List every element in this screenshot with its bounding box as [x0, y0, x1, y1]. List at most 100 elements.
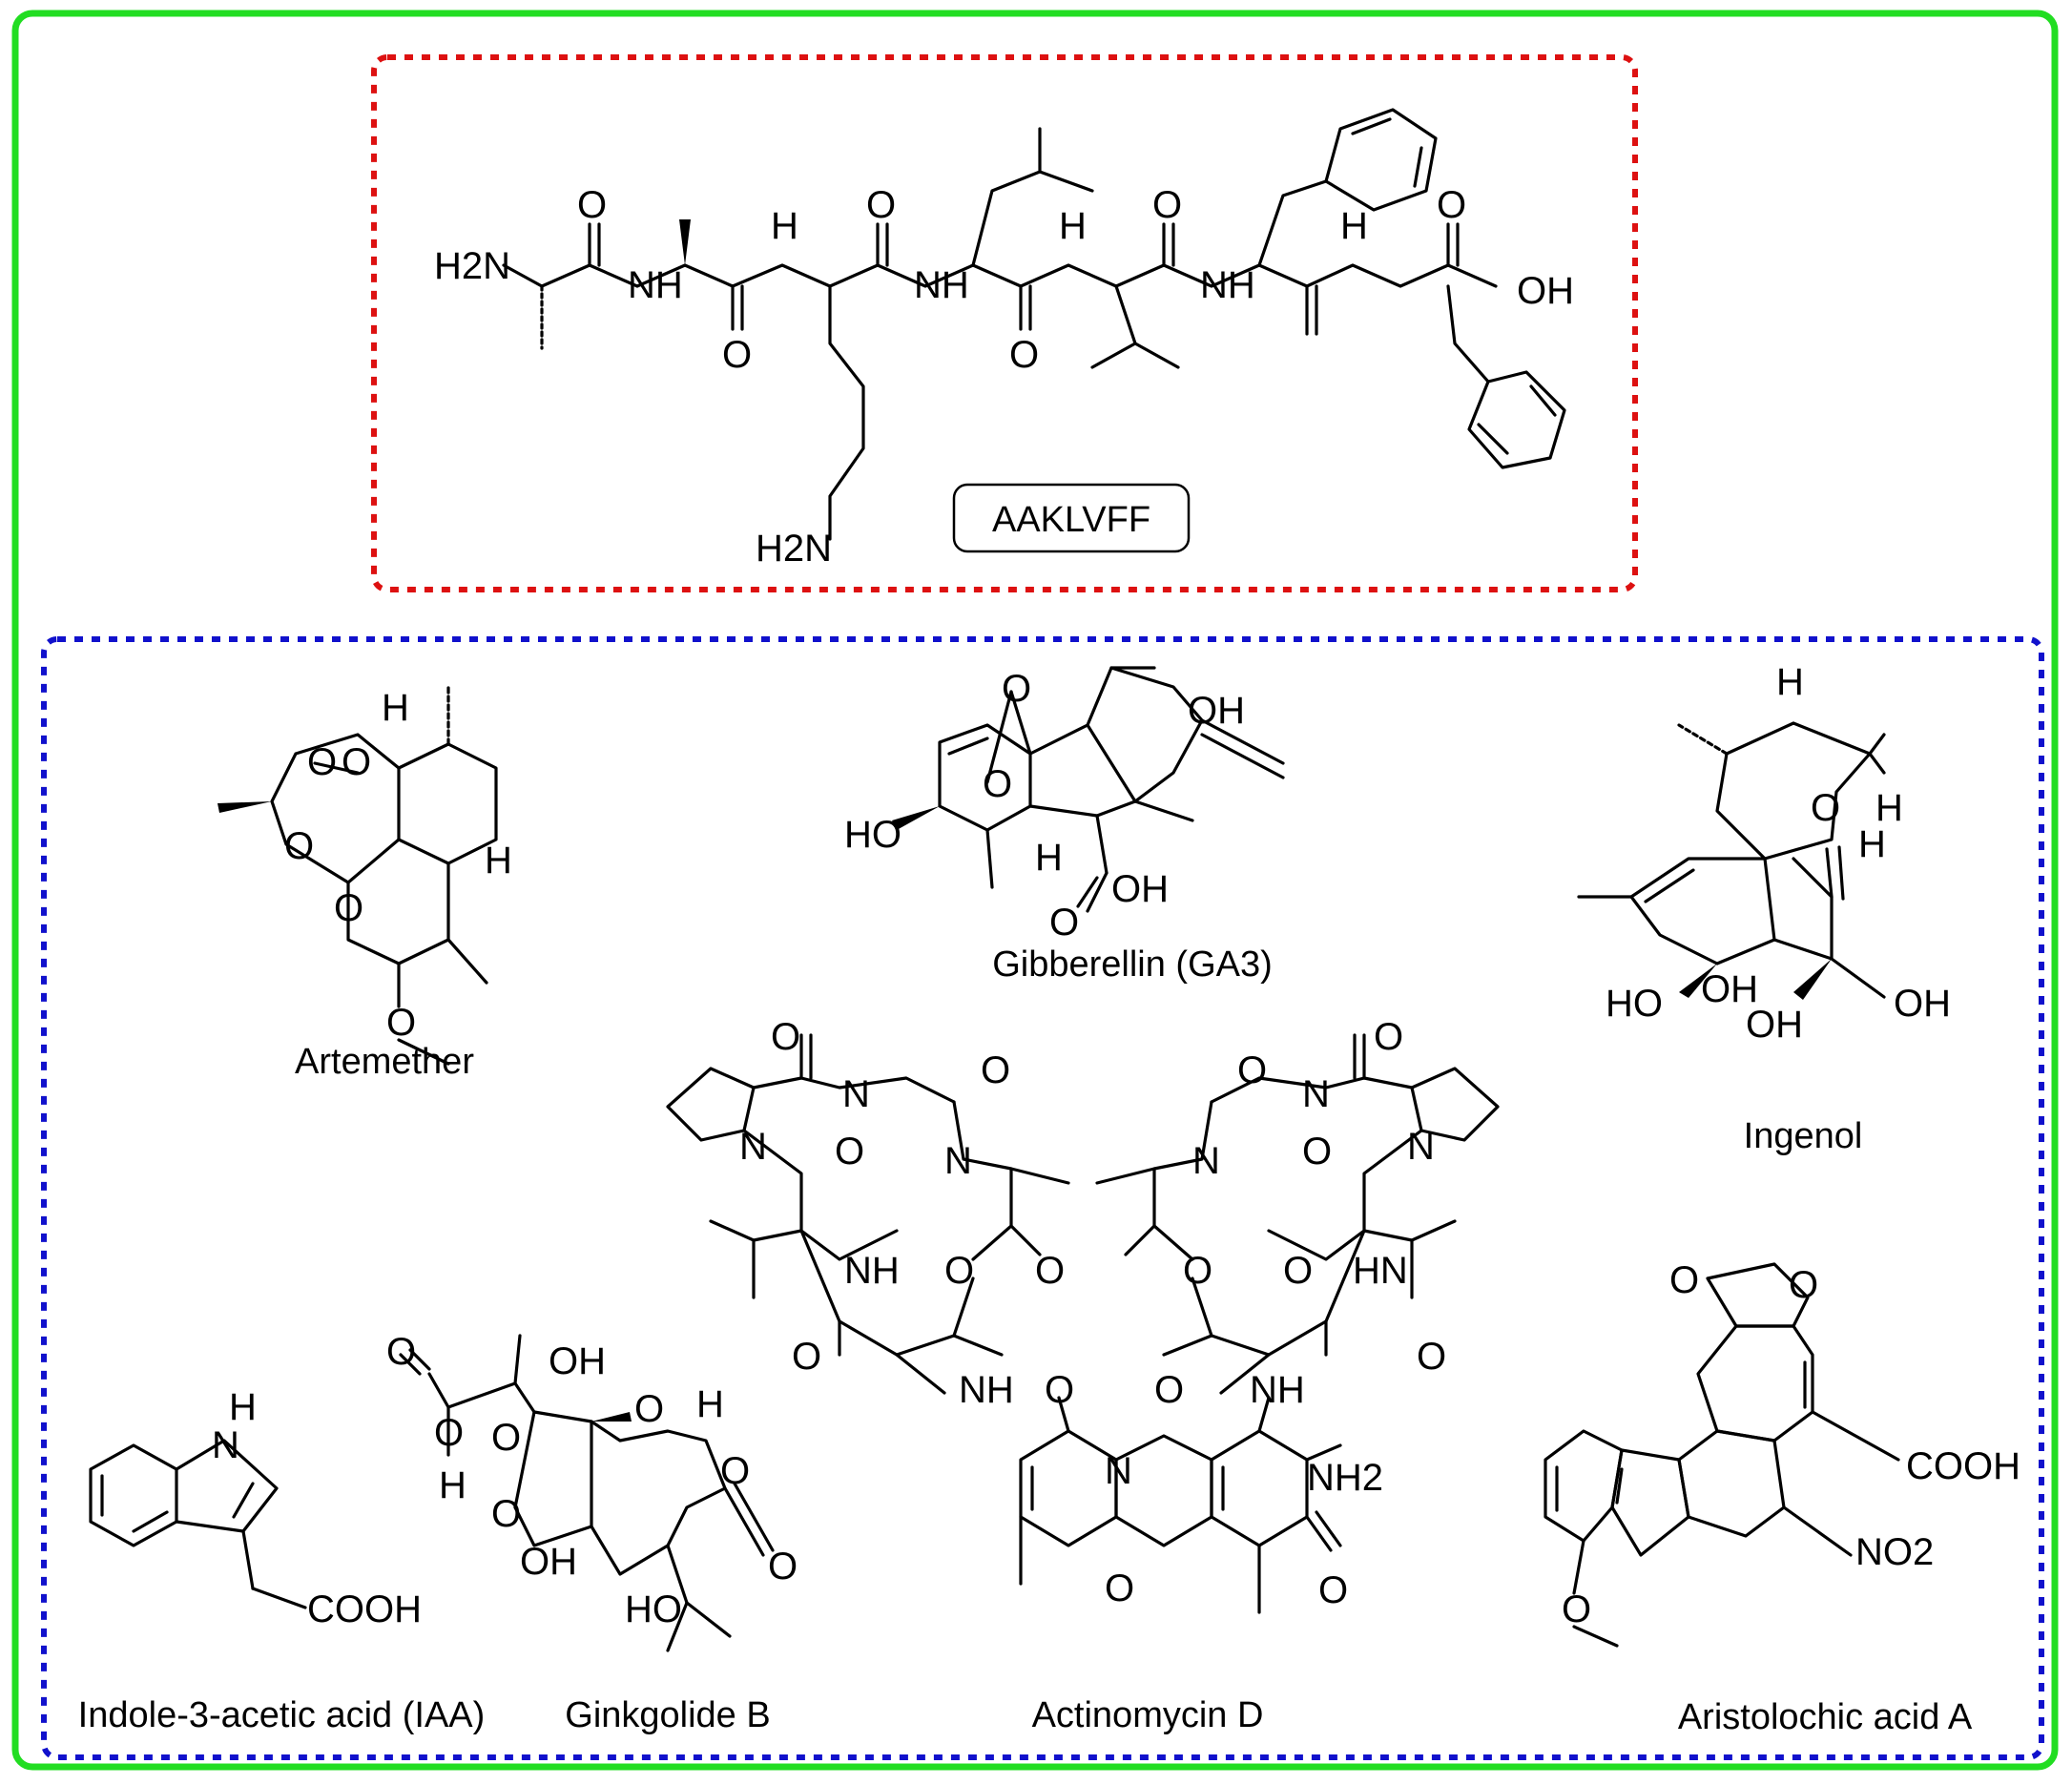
actinomycin-o-label: O — [1302, 1131, 1332, 1173]
peptide-o-label: O — [1152, 184, 1182, 226]
actinomycin-structure: O N O N O N NH O O O NH O O O N N O N O … — [666, 1016, 1500, 1614]
peptide-h-label: H — [1340, 205, 1368, 247]
peptide-o-label: O — [1009, 334, 1039, 376]
actinomycin-n-label: N — [1302, 1073, 1330, 1115]
actinomycin-o-label: O — [981, 1049, 1010, 1091]
ginkgolide-oh-label: OH — [520, 1541, 577, 1583]
gibberellin-o-label: O — [983, 763, 1012, 805]
actinomycin-o-label: O — [771, 1016, 800, 1058]
ginkgolide-o-label: O — [491, 1493, 521, 1535]
gibberellin-oh-label: OH — [1188, 690, 1245, 732]
actinomycin-o-label: O — [1154, 1369, 1184, 1411]
actinomycin-nh-label: NH — [959, 1369, 1014, 1411]
peptide-h-label: H — [1059, 205, 1087, 247]
peptide-name: AAKLVFF — [992, 500, 1150, 540]
artemether-o-label: O — [342, 741, 371, 783]
ginkgolide-h-label: H — [439, 1464, 466, 1506]
artemether-o-label: O — [386, 1002, 416, 1044]
actinomycin-o-label: O — [792, 1336, 821, 1378]
actinomycin-o-label: O — [1283, 1250, 1313, 1292]
ginkgolide-h-label: H — [696, 1383, 724, 1425]
ingenol-h-label: H — [1858, 823, 1886, 865]
artemether-o-label: O — [334, 887, 363, 929]
peptide-h2n-label: H2N — [434, 245, 510, 287]
ginkgolide-o-label: O — [768, 1546, 798, 1588]
ginkgolide-o-label: O — [386, 1331, 416, 1373]
ginkgolide-o-label: O — [491, 1417, 521, 1459]
ingenol-oh-label: OH — [1894, 983, 1951, 1025]
iaa-h-label: H — [229, 1386, 257, 1428]
peptide-o-label: O — [866, 184, 896, 226]
ginkgolide-oh-label: OH — [549, 1340, 606, 1382]
aristolochic-o-label: O — [1562, 1588, 1591, 1630]
ginkgolide-name: Ginkgolide B — [565, 1695, 770, 1735]
actinomycin-o-label: O — [1045, 1369, 1074, 1411]
actinomycin-n-label: N — [739, 1126, 767, 1168]
actinomycin-nh2-label: NH2 — [1307, 1457, 1383, 1499]
actinomycin-o-label: O — [1105, 1567, 1134, 1609]
peptide-o-label: O — [1437, 184, 1466, 226]
aristolochic-structure: O O COOH NO2 O — [1544, 1259, 2020, 1648]
aristolochic-no2-label: NO2 — [1855, 1531, 1934, 1573]
ingenol-oh-label: OH — [1701, 968, 1758, 1010]
artemether-h-label: H — [382, 687, 409, 729]
actinomycin-o-label: O — [1183, 1250, 1212, 1292]
peptide-nh-label: NH — [914, 264, 969, 306]
peptide-o-label: O — [577, 184, 607, 226]
actinomycin-o-label: O — [944, 1250, 974, 1292]
actinomycin-nh-label: NH — [844, 1250, 900, 1292]
gibberellin-name: Gibberellin (GA3) — [992, 944, 1273, 985]
gibberellin-oh-label: OH — [1111, 868, 1169, 910]
aristolochic-o-label: O — [1789, 1264, 1818, 1306]
ingenol-o-label: O — [1811, 787, 1840, 829]
aristolochic-cooh-label: COOH — [1906, 1445, 2020, 1487]
artemether-o-label: O — [307, 741, 337, 783]
ginkgolide-structure: O OH O H O O O H O OH O HO — [386, 1331, 798, 1652]
ingenol-name: Ingenol — [1744, 1116, 1863, 1156]
actinomycin-o-label: O — [1374, 1016, 1403, 1058]
peptide-oh-label: OH — [1517, 270, 1574, 312]
actinomycin-o-label: O — [1035, 1250, 1065, 1292]
iaa-name: Indole-3-acetic acid (IAA) — [78, 1695, 486, 1735]
artemether-h-label: H — [485, 840, 512, 882]
ingenol-structure: H H H O HO OH OH OH — [1577, 661, 1951, 1046]
iaa-cooh-label: COOH — [307, 1588, 422, 1630]
ginkgolide-ho-label: HO — [625, 1588, 682, 1630]
outer-frame — [11, 10, 2059, 1771]
actinomycin-n-label: N — [842, 1073, 870, 1115]
peptide-nh-label: NH — [628, 264, 683, 306]
gibberellin-ho-label: HO — [844, 814, 901, 856]
aristolochic-name: Aristolochic acid A — [1678, 1697, 1973, 1737]
ingenol-h-label: H — [1776, 661, 1804, 703]
peptide-structure: H2N NH O O H O NH O H O NH H O OH H2N — [434, 108, 1574, 570]
iaa-structure: H N COOH — [89, 1386, 422, 1630]
peptide-h-label: H — [771, 205, 798, 247]
actinomycin-name: Actinomycin D — [1032, 1695, 1264, 1735]
compounds-box — [41, 636, 2044, 1760]
peptide-h2n-label: H2N — [756, 528, 832, 570]
actinomycin-o-label: O — [835, 1131, 864, 1173]
peptide-nh-label: NH — [1200, 264, 1255, 306]
actinomycin-o-label: O — [1417, 1336, 1446, 1378]
aristolochic-o-label: O — [1669, 1259, 1699, 1301]
artemether-o-label: O — [284, 825, 314, 867]
peptide-name-box — [952, 483, 1191, 553]
ginkgolide-o-label: O — [634, 1388, 664, 1430]
ginkgolide-o-label: O — [434, 1412, 464, 1454]
actinomycin-nh-label: NH — [1250, 1369, 1305, 1411]
gibberellin-o-label: O — [1049, 902, 1079, 944]
iaa-n-label: N — [212, 1424, 239, 1466]
gibberellin-structure: O OH HO O H O OH — [844, 666, 1285, 944]
actinomycin-n-label: N — [1105, 1450, 1132, 1492]
actinomycin-hn-label: HN — [1353, 1250, 1408, 1292]
artemether-name: Artemether — [295, 1042, 474, 1082]
ingenol-oh-label: OH — [1746, 1004, 1803, 1046]
ingenol-ho-label: HO — [1606, 983, 1663, 1025]
actinomycin-n-label: N — [1192, 1140, 1220, 1182]
peptide-o-label: O — [722, 334, 752, 376]
ginkgolide-o-label: O — [720, 1450, 750, 1492]
actinomycin-n-label: N — [944, 1140, 972, 1182]
gibberellin-o-label: O — [1002, 668, 1031, 710]
